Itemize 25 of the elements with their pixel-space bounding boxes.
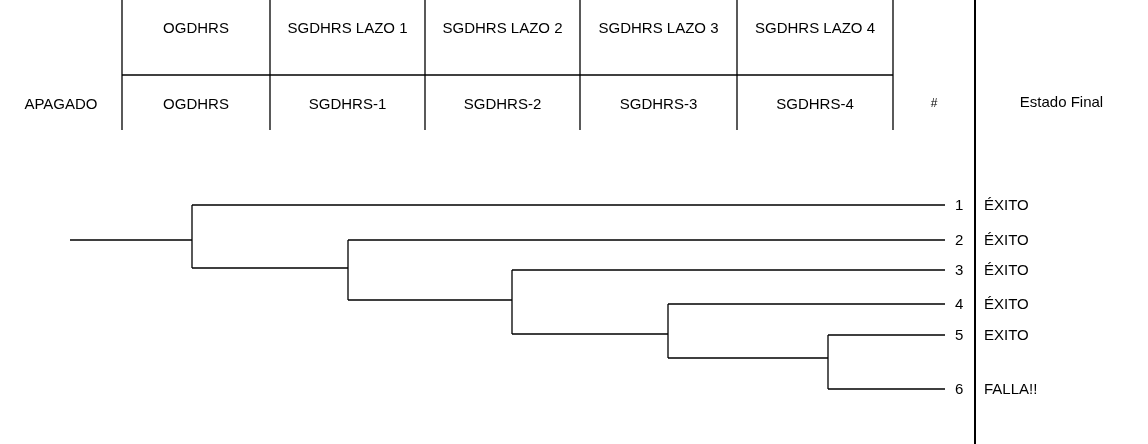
end-state: ÉXITO — [984, 294, 1029, 313]
column-heading: SGDHRS LAZO 2 — [442, 18, 563, 37]
end-state: EXITO — [984, 325, 1029, 344]
end-state: ÉXITO — [984, 260, 1029, 279]
column-heading: SGDHRS LAZO 3 — [598, 18, 719, 37]
end-state: ÉXITO — [984, 195, 1029, 214]
end-state: ÉXITO — [984, 230, 1029, 249]
event-heading: SGDHRS-4 — [776, 94, 854, 113]
sequence-number: 4 — [955, 294, 963, 313]
sequence-number: 6 — [955, 379, 963, 398]
sequence-number: 3 — [955, 260, 963, 279]
initiating-event: APAGADO — [24, 94, 98, 113]
sequence-number: 2 — [955, 230, 963, 249]
event-heading: SGDHRS-2 — [463, 94, 542, 113]
column-heading: SGDHRS LAZO 1 — [287, 18, 408, 37]
event-heading: SGDHRS-1 — [308, 94, 387, 113]
event-heading: OGDHRS — [163, 94, 229, 113]
end-state: FALLA!! — [984, 379, 1038, 398]
sequence-number: 5 — [955, 325, 963, 344]
column-heading: OGDHRS — [163, 18, 229, 37]
column-heading: SGDHRS LAZO 4 — [755, 18, 875, 37]
sequence-number: 1 — [955, 195, 963, 214]
column-heading: Estado Final — [1019, 92, 1104, 111]
column-heading: # — [930, 95, 938, 112]
event-heading: SGDHRS-3 — [619, 94, 698, 113]
